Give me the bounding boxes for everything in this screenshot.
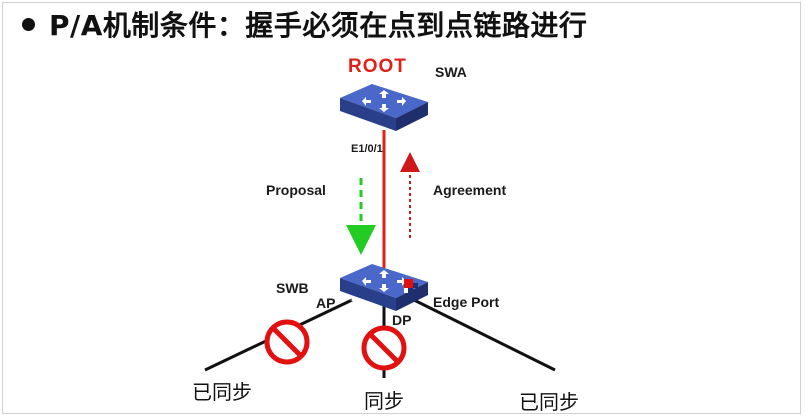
left-sync-label: 已同步 — [192, 380, 252, 404]
title-row: P/A机制条件：握手必须在点到点链路进行 — [22, 4, 587, 44]
slide-title: P/A机制条件：握手必须在点到点链路进行 — [49, 9, 588, 42]
dp-port-label: DP — [392, 312, 412, 328]
prohibit-icon-center — [361, 325, 407, 371]
ap-port-label: AP — [316, 295, 336, 311]
edge-port-label: Edge Port — [433, 294, 500, 310]
slide-frame — [2, 2, 801, 414]
link-right — [413, 298, 556, 372]
prohibit-icon-left — [264, 319, 310, 365]
edge-port-marker — [404, 279, 418, 293]
proposal-label: Proposal — [266, 182, 326, 198]
agreement-label: Agreement — [433, 182, 507, 198]
center-sync-label: 同步 — [364, 389, 404, 413]
swb-label: SWB — [276, 280, 309, 296]
root-label: ROOT — [348, 56, 407, 77]
swa-label: SWA — [435, 64, 467, 80]
swa-switch-icon: SWITCH — [340, 84, 428, 131]
right-sync-label: 已同步 — [519, 390, 579, 414]
swa-port-label: E1/0/1 — [351, 143, 383, 155]
bullet-icon — [22, 17, 35, 31]
